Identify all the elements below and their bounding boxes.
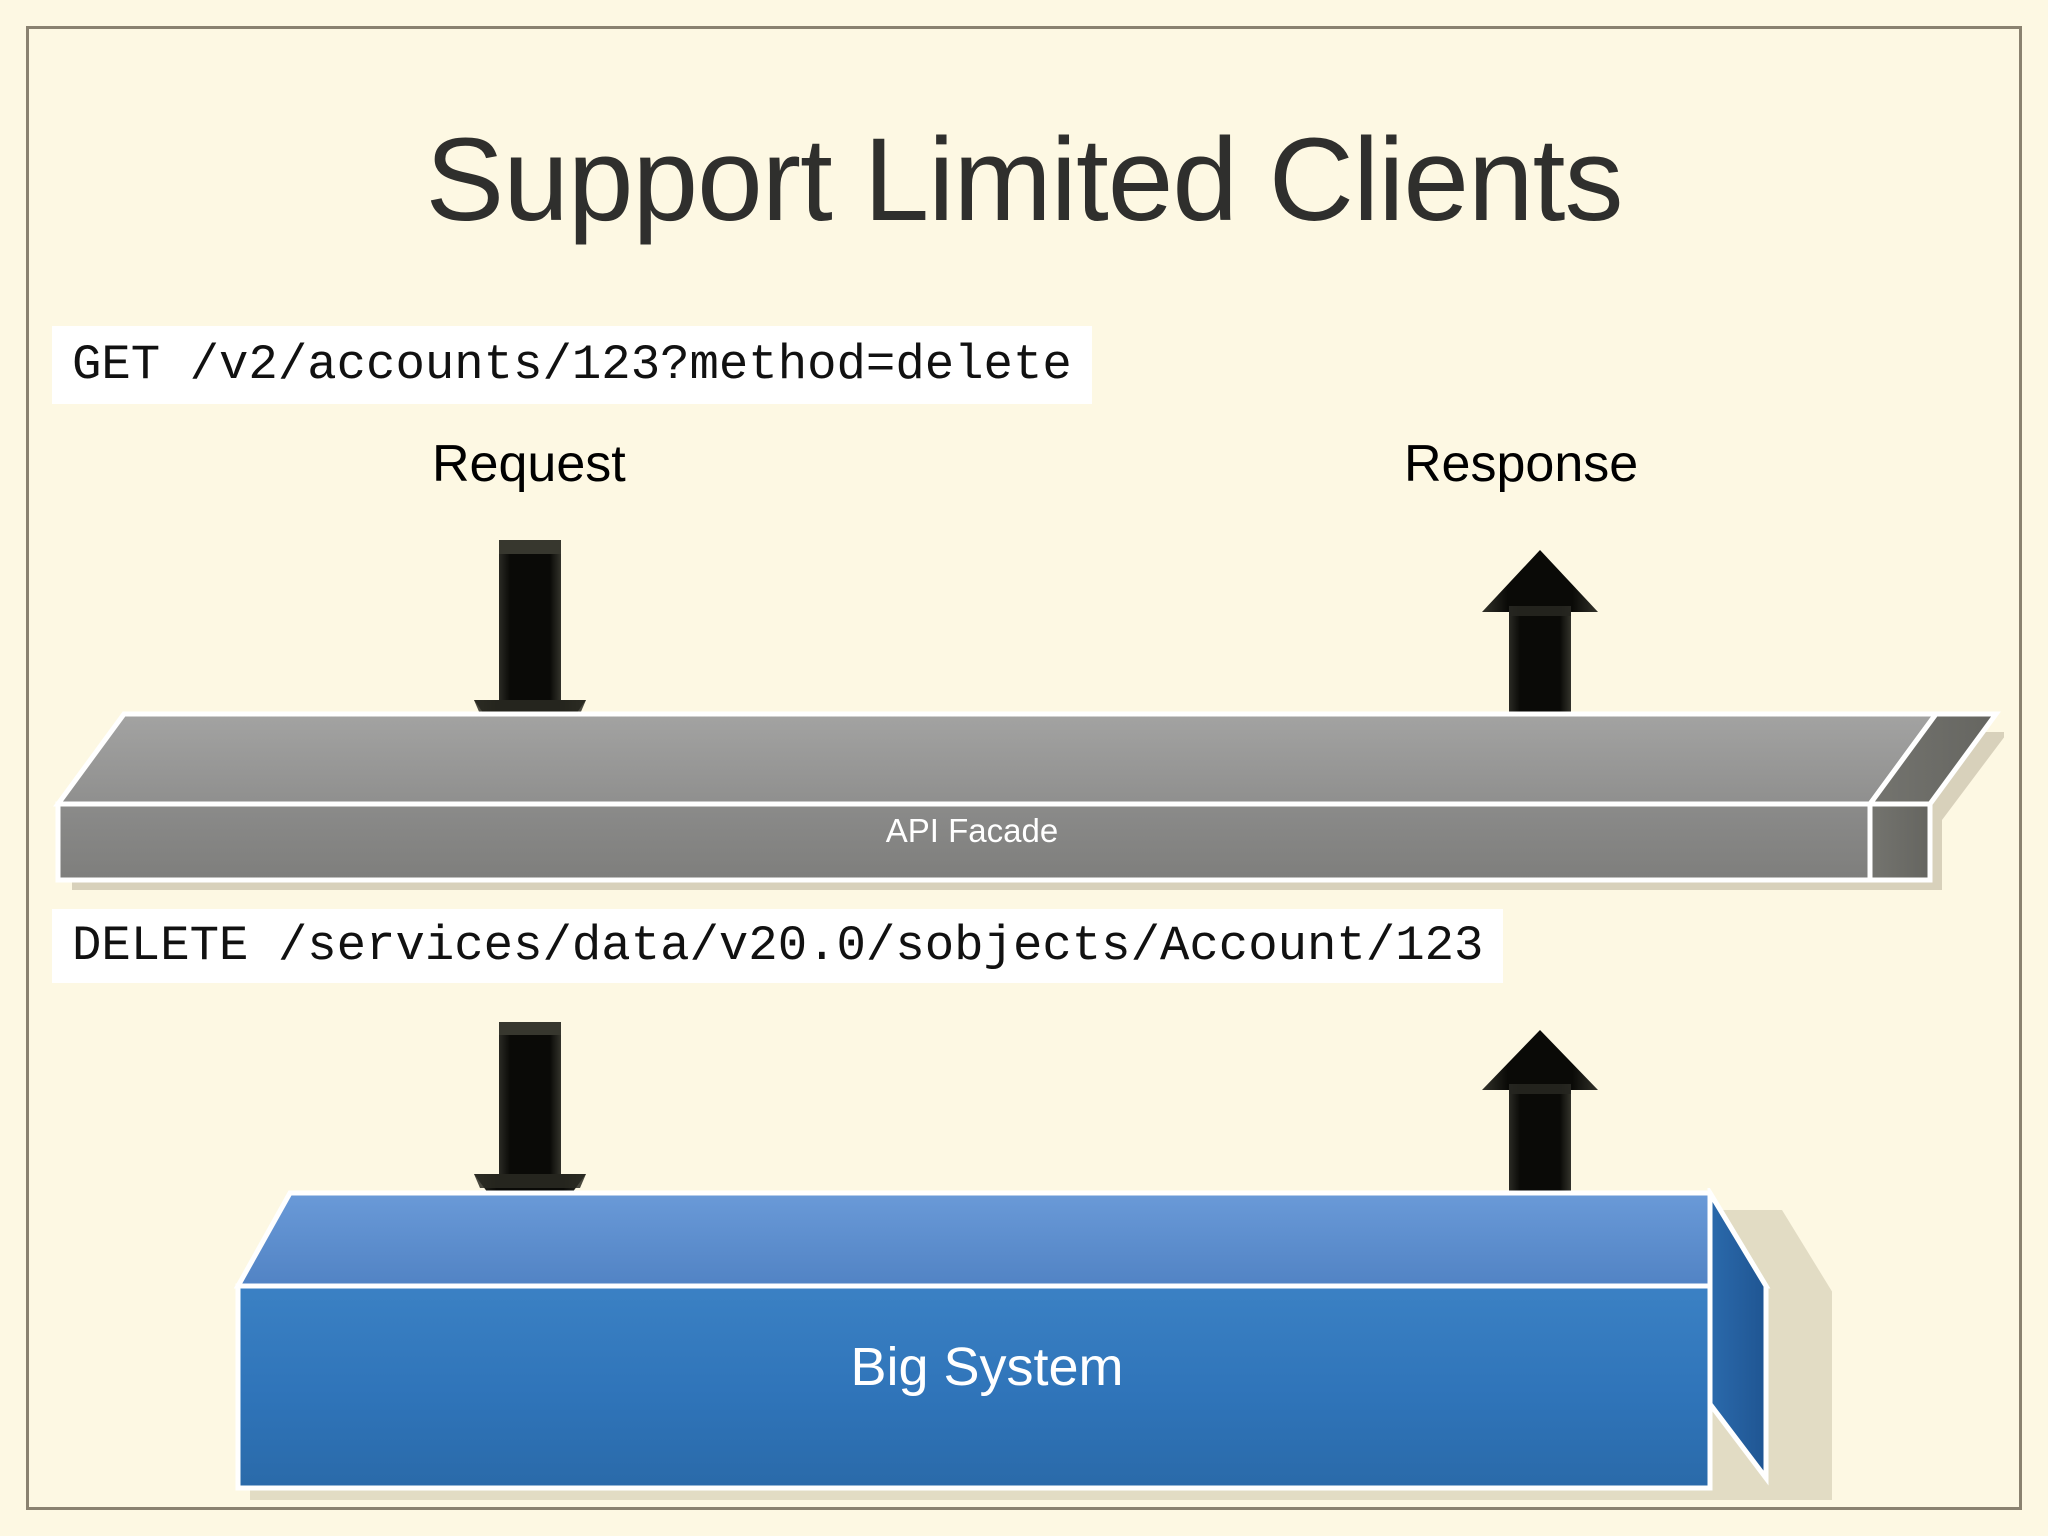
flow-label-response: Response xyxy=(1404,435,1639,493)
page-title: Support Limited Clients xyxy=(425,114,1624,246)
node-label-api-facade: API Facade xyxy=(885,812,1059,849)
code-block-request: GET /v2/accounts/123?method=delete xyxy=(52,326,1092,404)
node-api-facade: API Facade xyxy=(52,708,2004,890)
node-label-big-system: Big System xyxy=(850,1337,1124,1397)
code-block-backend: DELETE /services/data/v20.0/sobjects/Acc… xyxy=(52,909,1504,983)
node-big-system: Big System xyxy=(232,1188,1832,1500)
flow-label-request: Request xyxy=(432,435,626,493)
